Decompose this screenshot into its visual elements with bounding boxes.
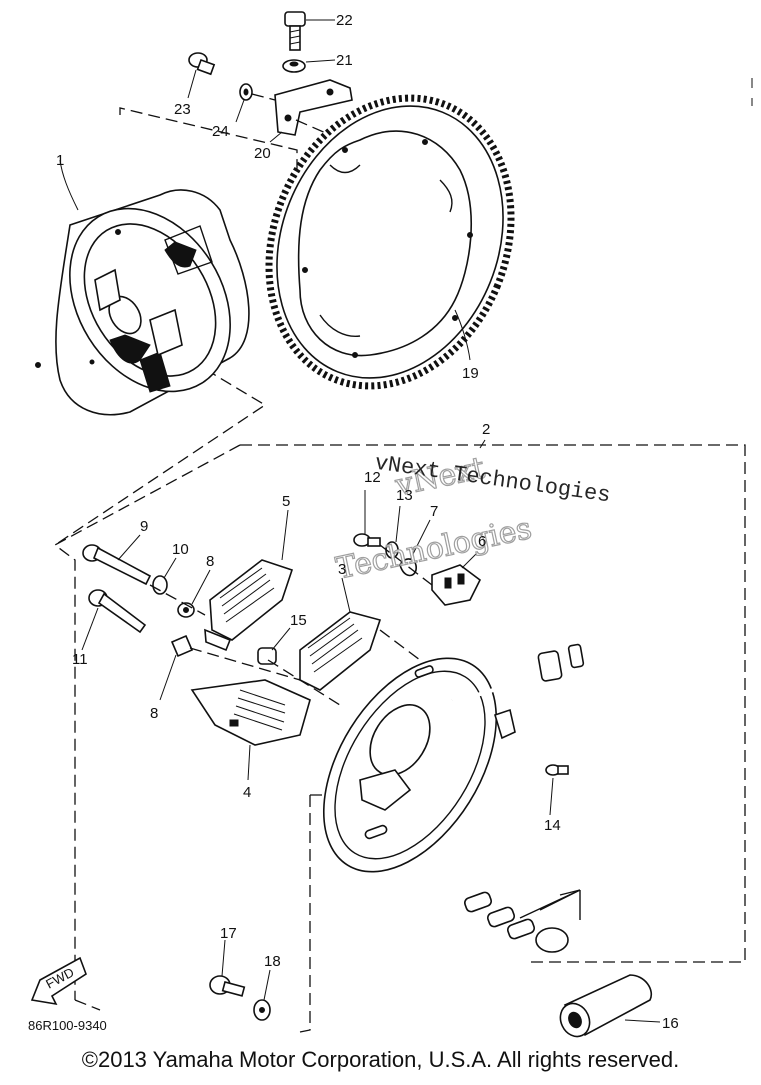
callout-12: 12 [364, 469, 381, 486]
callout-labels: 22 21 23 24 20 1 19 2 12 13 7 6 5 3 9 10… [56, 12, 679, 1032]
callout-8-upper: 8 [206, 553, 214, 570]
callout-1: 1 [56, 152, 64, 169]
callout-18: 18 [264, 953, 281, 970]
fwd-arrow-icon: FWD [30, 956, 87, 1006]
callout-17: 17 [220, 925, 237, 942]
callout-4: 4 [243, 784, 251, 801]
part-7-clip [399, 558, 417, 577]
leader-24 [251, 93, 276, 101]
part-22-bolt [284, 11, 306, 51]
part-15-spacer [257, 647, 277, 665]
callout-22: 22 [336, 12, 353, 29]
callout-19: 19 [462, 365, 479, 382]
assembly-leaders [149, 544, 433, 706]
callout-24: 24 [212, 123, 229, 140]
part-14-screw [545, 764, 569, 776]
callout-3: 3 [338, 561, 346, 578]
part-1-flywheel [35, 189, 250, 416]
part-3-coil [299, 611, 382, 691]
callout-10: 10 [172, 541, 189, 558]
callout-15: 15 [290, 612, 307, 629]
leader-1 [59, 159, 79, 211]
part-16-sleeve [559, 974, 652, 1038]
part-8-clip-lower [170, 634, 194, 658]
callout-16: 16 [662, 1015, 679, 1032]
part-10-washer [152, 575, 168, 595]
callout-14: 14 [544, 817, 561, 834]
part-18-washer [253, 999, 271, 1021]
callout-9: 9 [140, 518, 148, 535]
part-17-bolt [209, 975, 246, 997]
part-19-ring-gear [265, 94, 515, 390]
part-6-connector [431, 564, 482, 606]
part-11-bolt [88, 589, 147, 634]
callout-2: 2 [482, 421, 490, 438]
part-21-washer [282, 59, 306, 73]
part-24-collar [239, 83, 253, 101]
drawing-code: 86R100-9340 [28, 1018, 107, 1033]
copyright-notice: ©2013 Yamaha Motor Corporation, U.S.A. A… [81, 1047, 680, 1072]
callout-7: 7 [430, 503, 438, 520]
callout-8-lower: 8 [150, 705, 158, 722]
exploded-view: FWD vNext Technologies vNext Technologie… [28, 11, 753, 1038]
callout-5: 5 [282, 493, 290, 510]
callout-11: 11 [72, 651, 88, 668]
callout-leaders [81, 19, 661, 1023]
part-2-stator-plate [322, 657, 516, 873]
part-9-bolt [82, 544, 152, 586]
callout-6: 6 [478, 533, 486, 550]
callout-20: 20 [254, 145, 271, 162]
callout-21: 21 [336, 52, 353, 69]
callout-13: 13 [396, 487, 413, 504]
part-4-pulser-coil [190, 679, 311, 746]
leader-19 [454, 309, 471, 361]
part-12-screw [353, 533, 381, 547]
callout-23: 23 [174, 101, 191, 118]
part-5-coil [204, 559, 294, 652]
wire-harness [451, 643, 693, 953]
part-23-screw [188, 52, 216, 76]
